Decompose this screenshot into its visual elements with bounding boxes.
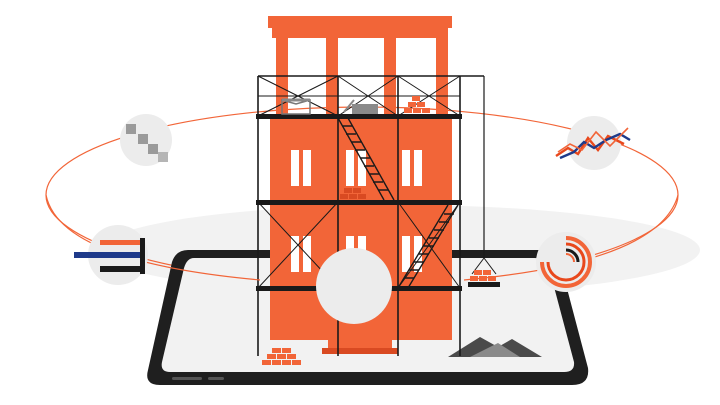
line-chart-icon — [555, 127, 631, 160]
window — [402, 150, 410, 186]
window — [291, 150, 299, 186]
pixel-squares-badge — [120, 114, 172, 166]
tablet-home-bar — [172, 377, 202, 380]
window — [402, 236, 410, 272]
window — [291, 236, 299, 272]
roof-cornice — [268, 16, 452, 28]
radial-chart-icon — [540, 236, 592, 288]
brick-pile — [404, 96, 430, 113]
placeholder-circle — [316, 248, 392, 324]
line-chart-badge — [555, 116, 631, 170]
window — [303, 150, 311, 186]
horizontal-bars-badge — [74, 225, 148, 285]
staircase — [337, 117, 459, 289]
window — [414, 150, 422, 186]
orbit-ring-front — [463, 194, 679, 281]
brick-pile — [262, 348, 301, 365]
tablet-home-bar-secondary — [208, 377, 224, 380]
pixel-squares-icon — [126, 124, 168, 162]
window — [358, 150, 366, 186]
radial-chart-badge — [536, 232, 596, 292]
horizontal-bars-icon — [74, 238, 145, 274]
roof-beam — [272, 28, 448, 38]
construction-details — [281, 98, 378, 115]
entrance-base — [322, 348, 398, 354]
window — [346, 150, 354, 186]
mountain-small-icon — [470, 343, 520, 357]
brick-pile — [340, 188, 366, 199]
